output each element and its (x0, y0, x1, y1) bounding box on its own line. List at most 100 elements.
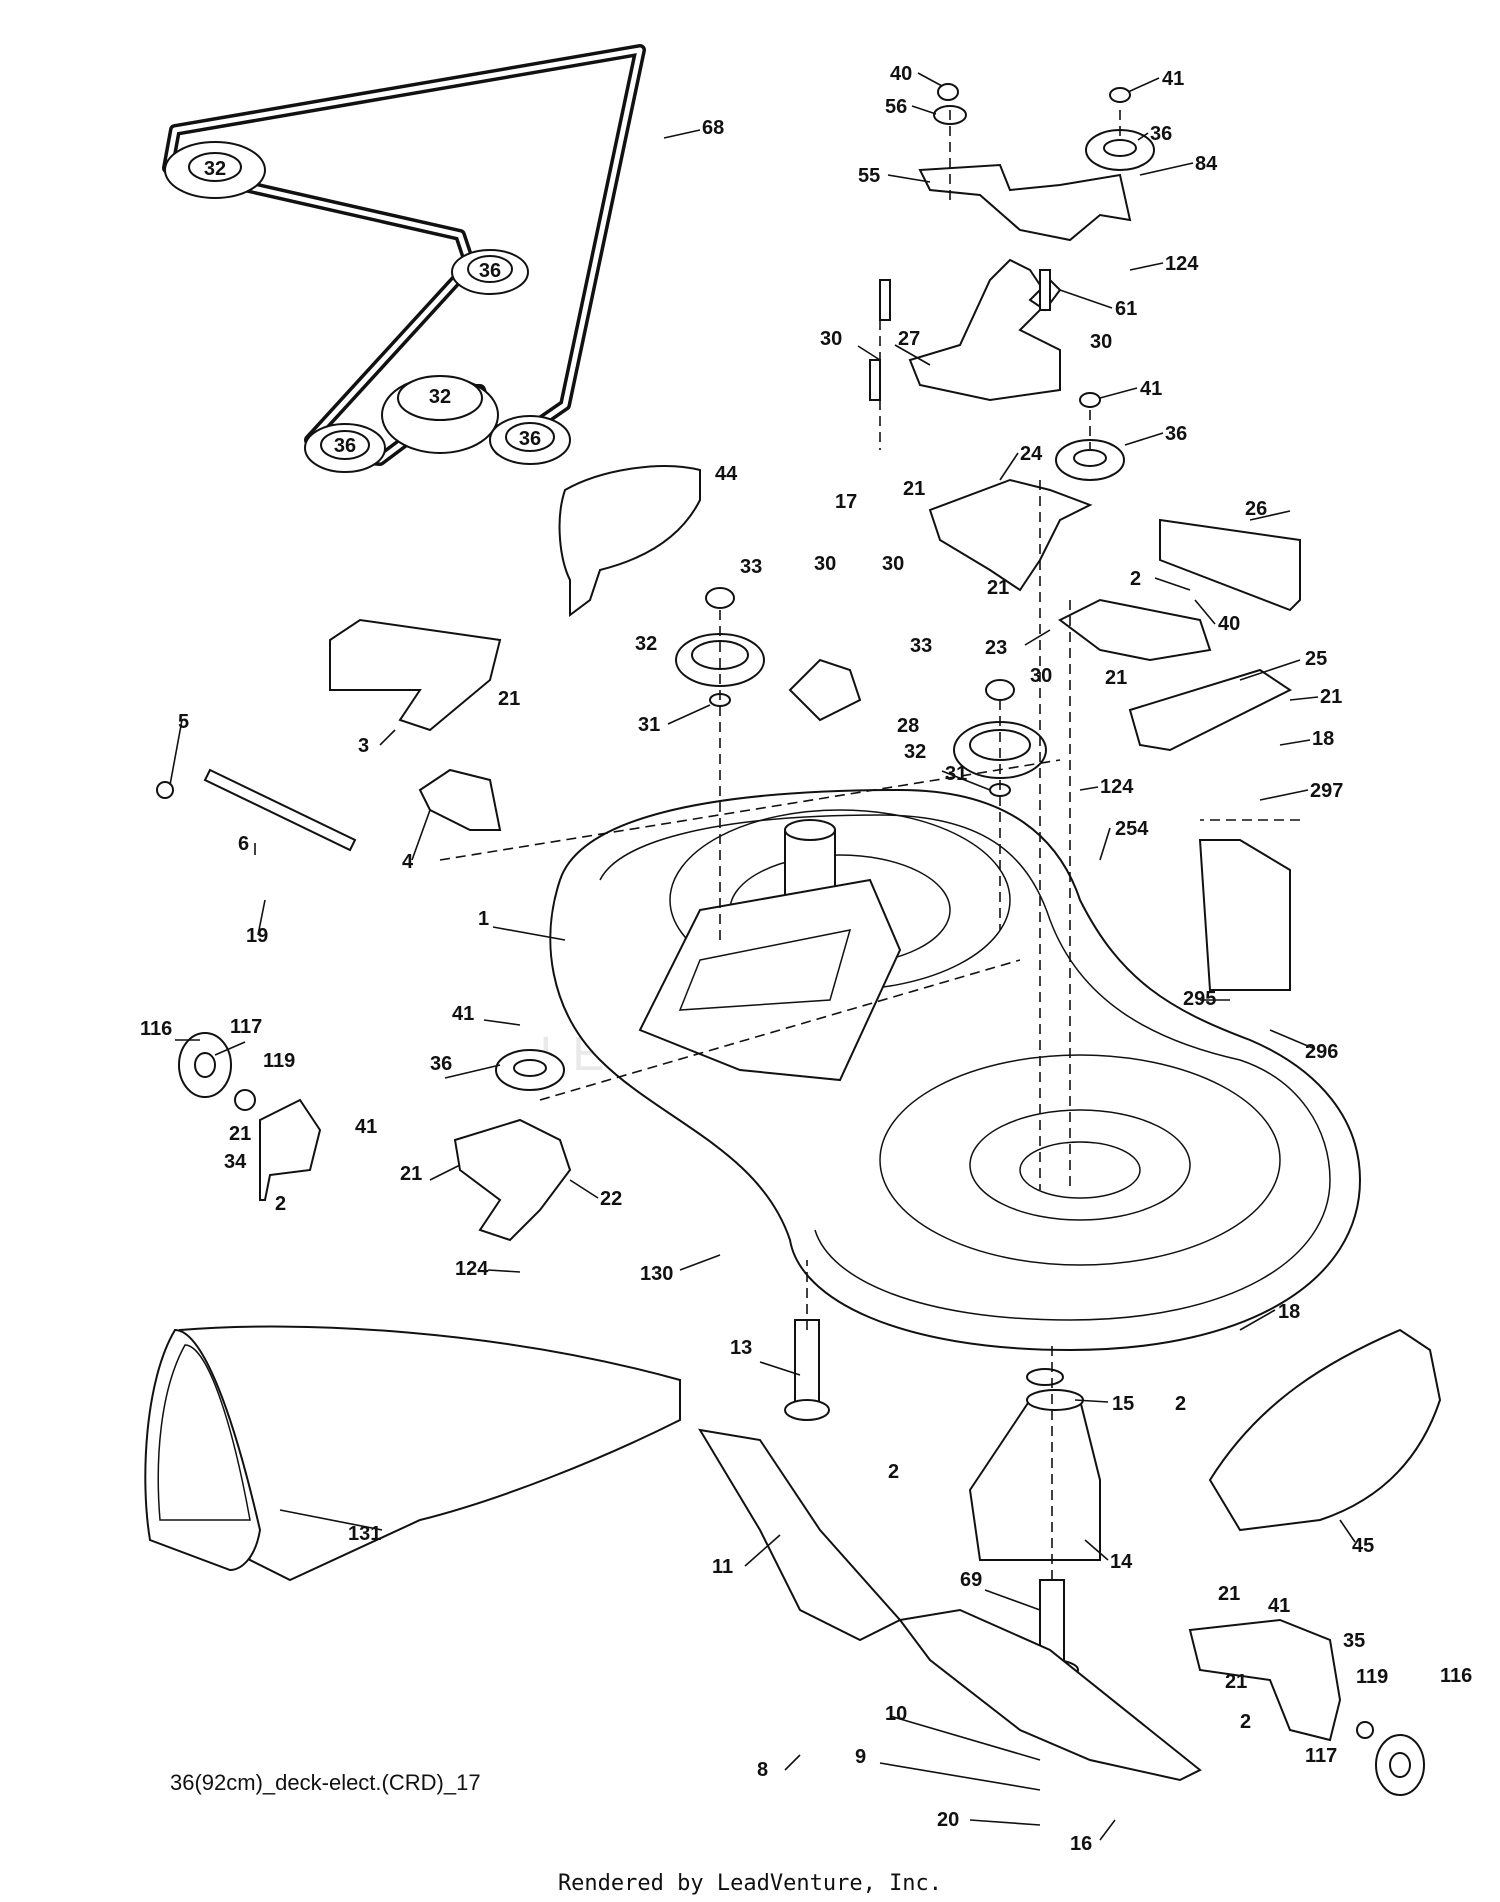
callout-label: 34 (224, 1151, 247, 1173)
callout-label: 124 (455, 1258, 489, 1280)
callout-label: 69 (960, 1569, 982, 1591)
callout-label: 61 (1115, 298, 1137, 320)
callout-label: 19 (246, 925, 268, 947)
callout-label: 30 (882, 553, 904, 575)
callout-labels: 40 41 56 36 84 55 124 61 30 30 27 41 36 … (140, 63, 1472, 1855)
callout-label: 41 (1162, 68, 1184, 90)
callout-label: 36 (1165, 423, 1187, 445)
callout-label: 33 (740, 556, 762, 578)
callout-label: 2 (275, 1193, 286, 1215)
callout-label: 15 (1112, 1393, 1134, 1415)
callout-label: 5 (178, 711, 189, 733)
callout-label: 33 (910, 635, 932, 657)
callout-label: 21 (498, 688, 520, 710)
callout-label: 32 (904, 741, 926, 763)
callout-label: 295 (1183, 988, 1216, 1010)
alignment-lines (439, 110, 1300, 1580)
callout-label: 22 (600, 1188, 622, 1210)
callout-label: 84 (1195, 153, 1218, 175)
callout-label: 296 (1305, 1041, 1338, 1063)
callout-label: 130 (640, 1263, 673, 1285)
callout-label: 40 (1218, 613, 1240, 635)
mower-deck-housing (549, 788, 1362, 1352)
pulley-36-right (451, 249, 529, 295)
callout-label: 21 (1218, 1583, 1240, 1605)
callout-label: 1 (478, 908, 489, 930)
callout-label: 119 (263, 1050, 295, 1072)
callout-label: 41 (1268, 1595, 1290, 1617)
discharge-chute (144, 1325, 681, 1582)
callout-label: 2 (1130, 568, 1141, 590)
callout-label: 21 (987, 577, 1009, 599)
callout-label: 2 (1240, 1711, 1251, 1733)
callout-label: 18 (1312, 728, 1334, 750)
callout-label: 117 (230, 1016, 262, 1038)
idler-arm-assembly (869, 83, 1301, 752)
callout-label: 14 (1110, 1551, 1133, 1573)
callout-label: 41 (452, 1003, 474, 1025)
pulley-36-left (304, 423, 386, 473)
callout-label: 21 (229, 1123, 251, 1145)
callout-label: 13 (730, 1337, 752, 1359)
callout-label: 36 (430, 1053, 452, 1075)
pulley-label: 36 (479, 260, 501, 282)
pulley-label: 36 (334, 435, 356, 457)
callout-label: 4 (402, 851, 414, 873)
callout-label: 28 (897, 715, 919, 737)
callout-label: 21 (1105, 667, 1127, 689)
callout-label: 116 (140, 1018, 172, 1040)
callout-label: 124 (1165, 253, 1199, 275)
callout-label: 3 (358, 735, 369, 757)
callout-label: 30 (1030, 665, 1052, 687)
callout-label: 21 (1225, 1671, 1247, 1693)
callout-label: 21 (400, 1163, 422, 1185)
callout-label: 30 (814, 553, 836, 575)
belt-routing-diagram: 32 36 32 36 36 68 (162, 44, 724, 473)
pulley-36-lower-right (489, 415, 571, 465)
blade-left (698, 1428, 902, 1642)
callout-label: 117 (1305, 1745, 1337, 1767)
center-pulleys (675, 587, 1047, 797)
callout-label: 41 (1140, 378, 1162, 400)
callout-label: 11 (712, 1556, 733, 1578)
callout-label: 27 (898, 328, 920, 350)
front-wheel-assembly (178, 1032, 572, 1242)
belt-callout: 68 (702, 117, 724, 139)
callout-label: 24 (1020, 443, 1043, 465)
callout-label: 254 (1115, 818, 1149, 840)
callout-label: 25 (1305, 648, 1327, 670)
callout-label: 116 (1440, 1665, 1472, 1687)
callout-label: 31 (638, 714, 660, 736)
callout-label: 36 (1150, 123, 1172, 145)
callout-label: 26 (1245, 498, 1267, 520)
callout-label: 20 (937, 1809, 959, 1831)
callout-label: 119 (1356, 1666, 1388, 1688)
blade-right (898, 1608, 1202, 1782)
callout-label: 124 (1100, 776, 1134, 798)
callout-label: 21 (1320, 686, 1342, 708)
callout-label: 17 (835, 491, 857, 513)
leader-lines (169, 72, 1356, 1841)
callout-label: 44 (715, 463, 738, 485)
render-credit: Rendered by LeadVenture, Inc. (558, 1871, 942, 1896)
rear-wheel-assembly (1188, 1618, 1425, 1796)
callout-label: 56 (885, 96, 907, 118)
callout-label: 35 (1343, 1630, 1365, 1652)
callout-label: 23 (985, 637, 1007, 659)
pulley-32-center (381, 375, 499, 454)
callout-label: 55 (858, 165, 880, 187)
diagram-caption: 36(92cm)_deck-elect.(CRD)_17 (170, 1770, 481, 1795)
callout-label: 30 (1090, 331, 1112, 353)
callout-label: 8 (757, 1759, 768, 1781)
pulley-label: 36 (519, 428, 541, 450)
pulley-label: 32 (429, 386, 451, 408)
callout-label: 2 (888, 1461, 899, 1483)
callout-label: 16 (1070, 1833, 1092, 1855)
callout-label: 21 (903, 478, 925, 500)
callout-label: 30 (820, 328, 842, 350)
belt-guard (558, 465, 701, 617)
right-belt-guard (1208, 1328, 1442, 1532)
callout-label: 297 (1310, 780, 1343, 802)
pulley-32-top (164, 141, 266, 199)
